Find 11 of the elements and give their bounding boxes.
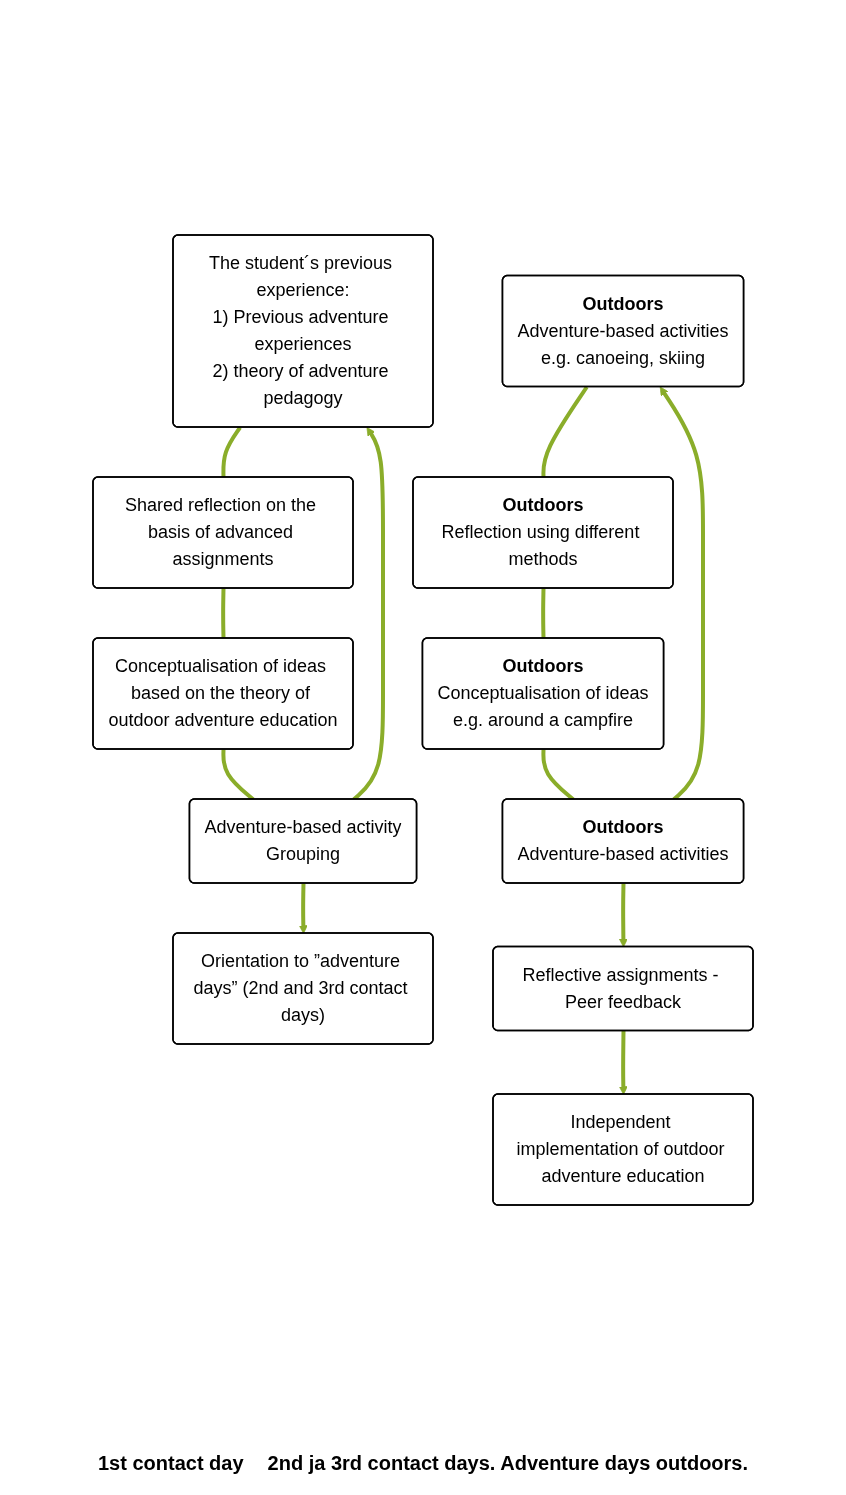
arrow xyxy=(618,1030,628,1095)
connector xyxy=(221,588,226,639)
arrow xyxy=(352,427,385,801)
connector xyxy=(541,588,546,639)
arrow xyxy=(298,883,308,934)
connector xyxy=(541,385,589,478)
arrow xyxy=(659,386,705,801)
caption-text: 1st contact day xyxy=(97,1452,244,1475)
connector xyxy=(221,426,242,478)
caption-text: 2nd ja 3rd contact days. Adventure days outdoors. xyxy=(267,1452,749,1475)
arrow xyxy=(619,883,628,948)
